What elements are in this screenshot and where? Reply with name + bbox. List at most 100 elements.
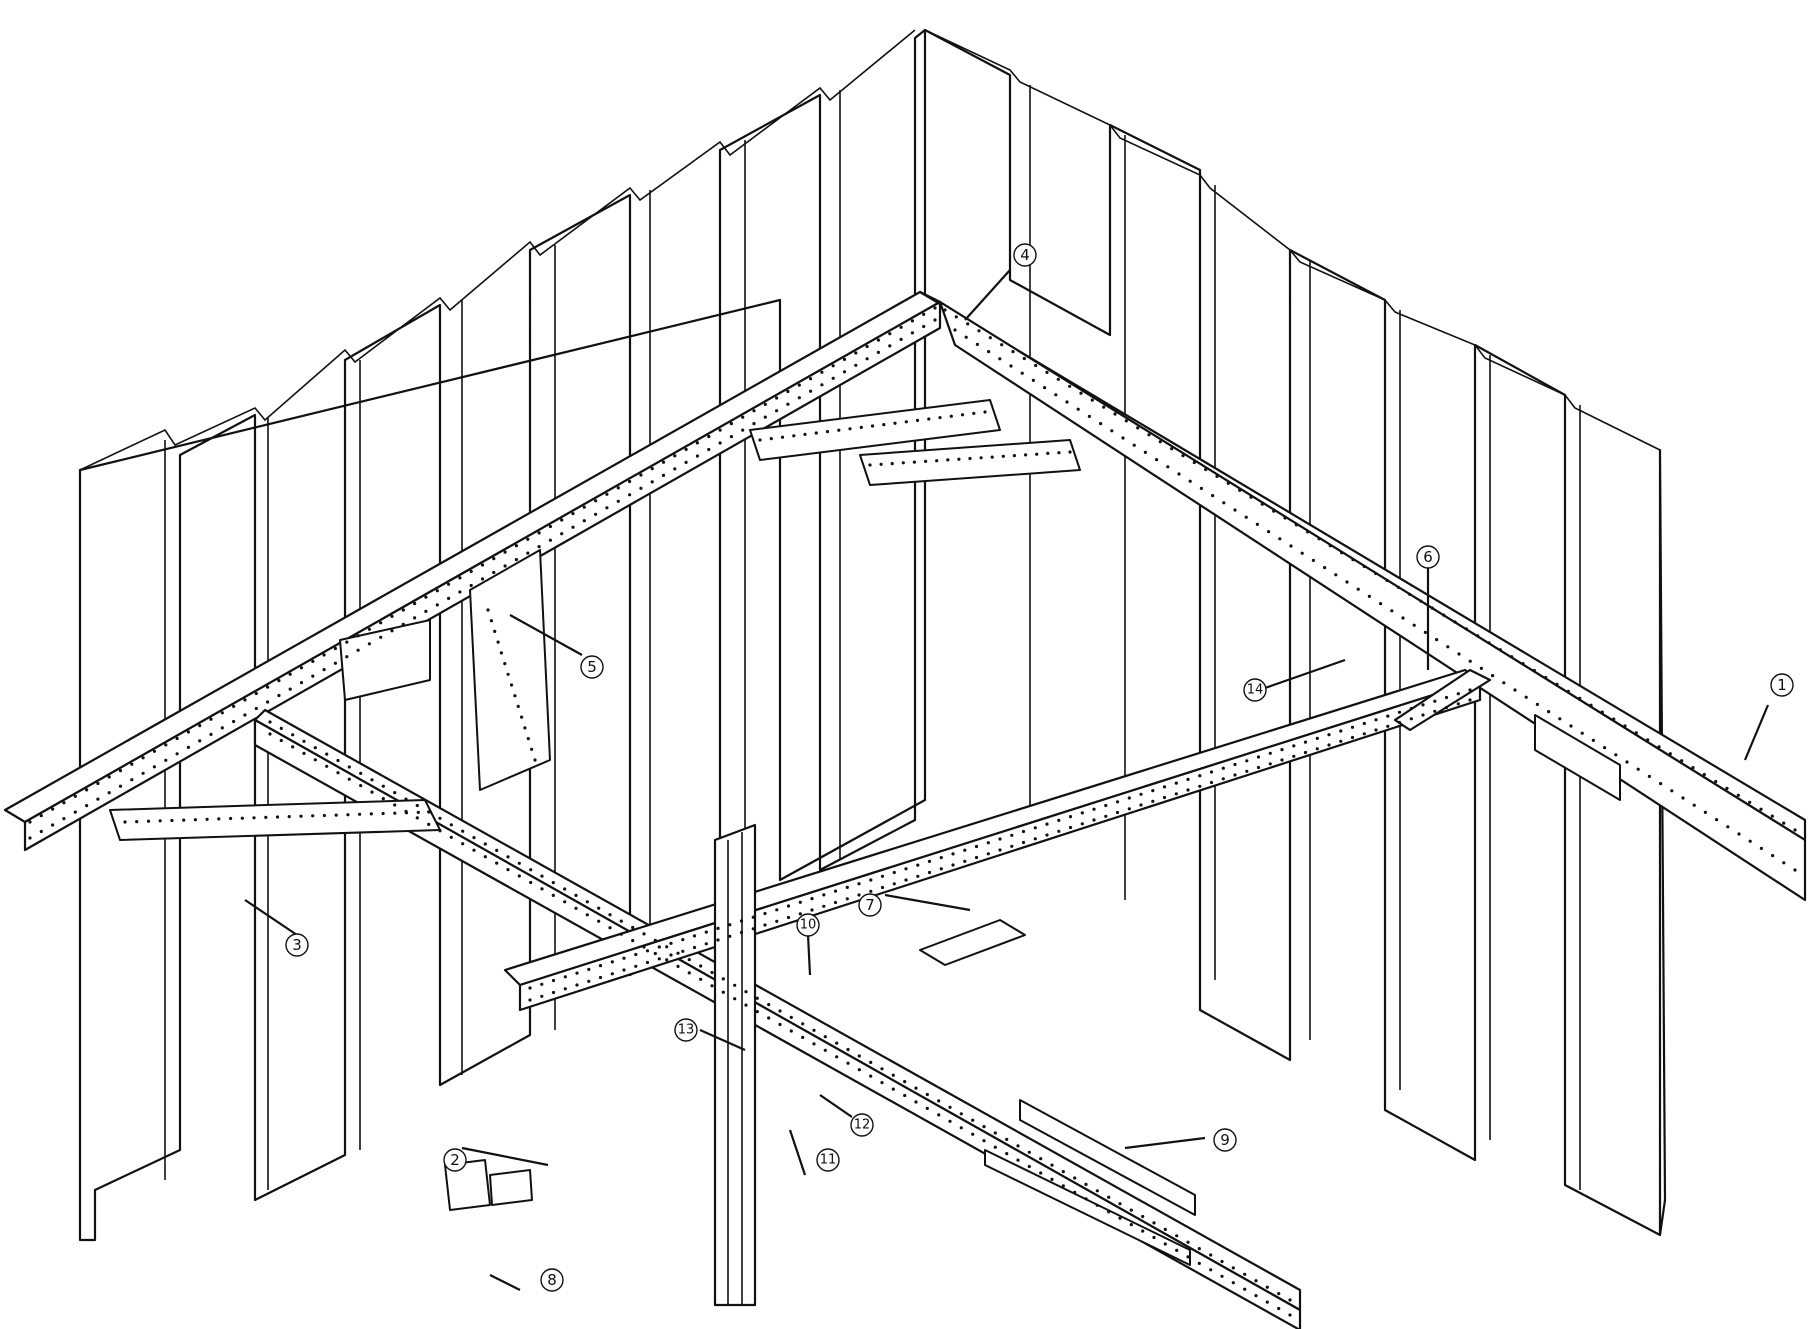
bolt-hole	[1068, 825, 1073, 830]
bolt-hole	[1170, 447, 1174, 451]
bolt-hole	[404, 797, 408, 801]
bolt-hole	[325, 764, 329, 768]
bolt-hole	[1793, 828, 1797, 832]
bolt-hole	[1181, 454, 1185, 458]
callout-12: 12	[850, 1113, 874, 1137]
bolt-hole	[775, 919, 779, 923]
bolt-hole	[367, 642, 371, 646]
bolt-hole	[1385, 578, 1389, 583]
bolt-hole	[741, 415, 745, 419]
bolt-hole	[503, 550, 507, 554]
bolt-hole	[575, 983, 579, 987]
bolt-hole	[1249, 495, 1253, 499]
bolt-hole	[1278, 537, 1282, 541]
bolt-hole	[1433, 699, 1437, 703]
bolt-hole	[946, 458, 950, 462]
bolt-hole	[1113, 412, 1117, 416]
bolt-hole	[1110, 429, 1114, 433]
bolt-hole	[1498, 648, 1502, 652]
bolt-hole	[523, 726, 527, 730]
bolt-hole	[146, 819, 151, 823]
bolt-hole	[107, 791, 111, 795]
callout-11: 11	[816, 1148, 840, 1172]
bolt-hole	[837, 428, 841, 432]
bolt-hole	[1502, 681, 1506, 685]
bolt-hole	[786, 402, 790, 406]
bolt-hole	[1566, 689, 1570, 693]
bolt-hole	[1303, 750, 1308, 755]
bolt-hole	[381, 784, 385, 788]
bolt-hole	[170, 818, 174, 823]
bolt-hole	[152, 765, 156, 769]
bolt-hole	[716, 938, 720, 942]
bolt-hole	[949, 414, 953, 418]
callout-9: 9	[1213, 1128, 1237, 1152]
bolt-hole	[975, 342, 980, 346]
bolt-hole	[1350, 725, 1355, 729]
bolt-hole	[1430, 606, 1434, 610]
bolt-hole	[243, 698, 247, 702]
bolt-hole	[684, 460, 688, 464]
bolt-hole	[435, 589, 439, 593]
bolt-hole	[322, 668, 326, 672]
bolt-hole	[509, 683, 514, 687]
bolt-hole	[1736, 793, 1740, 797]
bolt-hole	[1073, 1190, 1077, 1194]
bolt-hole	[993, 1131, 997, 1135]
bolt-hole	[833, 889, 838, 893]
bolt-hole	[848, 427, 852, 431]
bolt-hole	[209, 732, 213, 737]
bolt-hole	[123, 820, 127, 824]
bolt-hole	[1254, 1279, 1258, 1283]
bolt-hole	[835, 1041, 839, 1045]
bolt-hole	[857, 893, 861, 897]
bolt-hole	[916, 874, 920, 878]
bolt-hole	[927, 870, 932, 875]
splice-plate-right	[1534, 714, 1621, 801]
bolt-hole	[880, 885, 885, 890]
bolt-hole	[1350, 735, 1355, 740]
bolt-hole	[704, 942, 708, 946]
bolt-hole	[1186, 777, 1190, 782]
bolt-hole	[499, 651, 503, 655]
bolt-hole	[277, 679, 281, 683]
bolt-hole	[1412, 623, 1416, 627]
bolt-hole	[164, 758, 168, 762]
bolt-hole	[322, 653, 326, 657]
bolt-hole	[345, 640, 349, 644]
bolt-hole	[1220, 1259, 1224, 1264]
bolt-hole	[645, 949, 650, 953]
bolt-hole	[1057, 829, 1061, 833]
bolt-hole	[721, 990, 725, 994]
bolt-hole	[1260, 502, 1264, 506]
bolt-hole	[721, 977, 725, 981]
bolt-hole	[869, 1060, 873, 1064]
bolt-hole	[252, 816, 256, 820]
bolt-hole	[1657, 745, 1661, 749]
bolt-hole	[823, 1035, 827, 1039]
bolt-hole	[275, 815, 280, 819]
bolt-hole	[1124, 419, 1128, 423]
bolt-hole	[458, 590, 462, 594]
bolt-hole	[751, 927, 755, 931]
bolt-hole	[1703, 810, 1707, 815]
bolt-hole	[922, 324, 926, 329]
bolt-hole	[39, 814, 43, 818]
bolt-hole	[657, 945, 661, 949]
leader-lines	[244, 269, 1770, 1291]
bolt-hole	[786, 915, 791, 920]
bolt-hole	[1300, 551, 1304, 555]
bolt-hole	[789, 1029, 793, 1033]
bolt-hole	[927, 859, 932, 864]
bolt-hole	[1087, 414, 1091, 418]
bolt-hole	[1328, 544, 1332, 548]
bolt-hole	[1188, 479, 1192, 483]
bolt-hole	[739, 919, 744, 923]
bolt-hole	[1090, 398, 1094, 402]
bolt-hole	[1045, 370, 1049, 374]
bolt-hole	[1737, 832, 1741, 836]
bolt-hole	[939, 856, 943, 860]
bolt-hole	[948, 1105, 952, 1109]
bolt-hole	[1748, 800, 1752, 804]
bolt-hole	[879, 462, 883, 466]
